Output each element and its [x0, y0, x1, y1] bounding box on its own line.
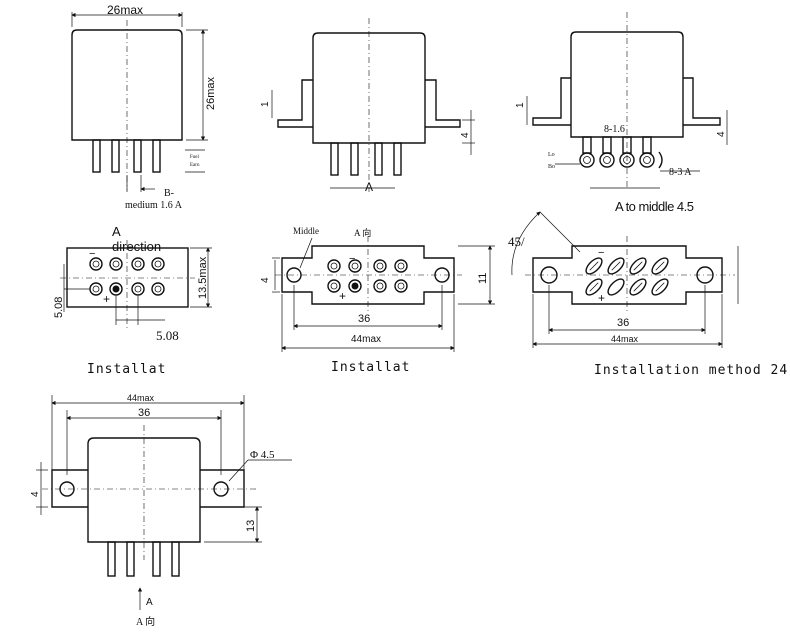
bottom-view-2: Middle A 向 − + 4 11 36 — [260, 226, 495, 375]
bottom2-flange-dim: 4 — [260, 277, 271, 283]
side-b-tag-bottom: Bo — [548, 164, 555, 170]
side-a-small-dim: 1 — [260, 101, 271, 107]
bottom3-solder-lugs — [585, 257, 669, 296]
bottom1-height-dim: 13.5max — [197, 256, 209, 299]
svg-text:Earn: Earn — [190, 163, 200, 168]
bottom2-pins — [327, 259, 408, 293]
side-b-pin-dim: 8-1.6 — [604, 124, 625, 135]
bottom3-angle: 45/ — [508, 234, 525, 249]
bottom3-hole-pitch: 36 — [617, 317, 629, 329]
bottom2-height-dim: 11 — [477, 273, 489, 284]
svg-text:+: + — [339, 289, 346, 303]
bottom-view-1: A direction − + 13.5max 5.08 5.08 Instal… — [53, 224, 212, 377]
side-view-a: 1 4 A — [260, 18, 475, 194]
bottom2-overall: 44max — [351, 334, 381, 345]
front-pins — [92, 139, 161, 173]
mount-pins — [107, 541, 180, 577]
side-b-foot-dim: 4 — [716, 131, 727, 137]
svg-text:+: + — [598, 291, 605, 305]
bottom1-dir-line1: A — [112, 224, 121, 239]
front-height-dim: 26max — [205, 76, 217, 110]
side-b-tag-top: Lo — [548, 152, 555, 158]
bottom1-caption: Installat — [87, 362, 166, 377]
mounting-front-view: 44max 36 Φ 4.5 4 13 A A 向 — [30, 393, 292, 628]
bottom1-pitch-v: 5.08 — [53, 297, 65, 318]
bottom2-caption: Installat — [331, 360, 410, 375]
bottom2-hole-pitch: 36 — [358, 313, 370, 325]
mount-flange-dim: 4 — [30, 491, 41, 497]
mount-direction: A 向 — [136, 615, 155, 628]
svg-text:−: − — [349, 253, 355, 265]
svg-text:−: − — [598, 247, 604, 259]
side-b-hole-dim: 8-3 A — [669, 167, 692, 178]
side-a-direction: A — [365, 180, 373, 194]
bottom1-dir-line2: direction — [112, 239, 161, 254]
bottom3-overall: 44max — [611, 334, 639, 344]
mount-hole-pitch: 36 — [138, 407, 150, 419]
side-b-small-dim: 1 — [515, 102, 526, 108]
front-width-dim: 26max — [107, 3, 143, 17]
bottom-view-3: 45/ − + 36 44max Installation method 24 — [508, 211, 788, 378]
bottom3-caption: Installation method 24 — [594, 363, 788, 378]
side-a-pins — [330, 142, 402, 176]
svg-text:−: − — [89, 248, 95, 260]
mount-hole-dia: Φ 4.5 — [250, 449, 275, 461]
side-b-note: A to middle 4.5 — [615, 199, 694, 214]
side-a-foot-dim: 4 — [460, 132, 471, 138]
mount-arrow-label: A — [146, 597, 153, 608]
front-pin-note: medium 1.6 A — [125, 200, 183, 211]
mount-height-dim: 13 — [245, 520, 257, 532]
bottom1-pins — [89, 257, 165, 296]
bottom2-middle-label: Middle — [293, 226, 319, 236]
mount-overall: 44max — [127, 393, 155, 403]
svg-text:+: + — [103, 292, 110, 306]
bottom2-a-label: A 向 — [354, 227, 371, 238]
front-pin-letter: B- — [164, 188, 174, 199]
bottom1-pitch-h: 5.08 — [156, 328, 179, 343]
front-view: 26max 26max Fuel Earn B- medium 1.6 A — [71, 3, 217, 211]
side-view-b: 1 4 8-1.6 Lo Bo 8-3 A A to middle 4.5 — [515, 12, 728, 214]
side-b-solder-cups — [579, 136, 663, 169]
front-small-label: Fuel — [190, 155, 200, 160]
